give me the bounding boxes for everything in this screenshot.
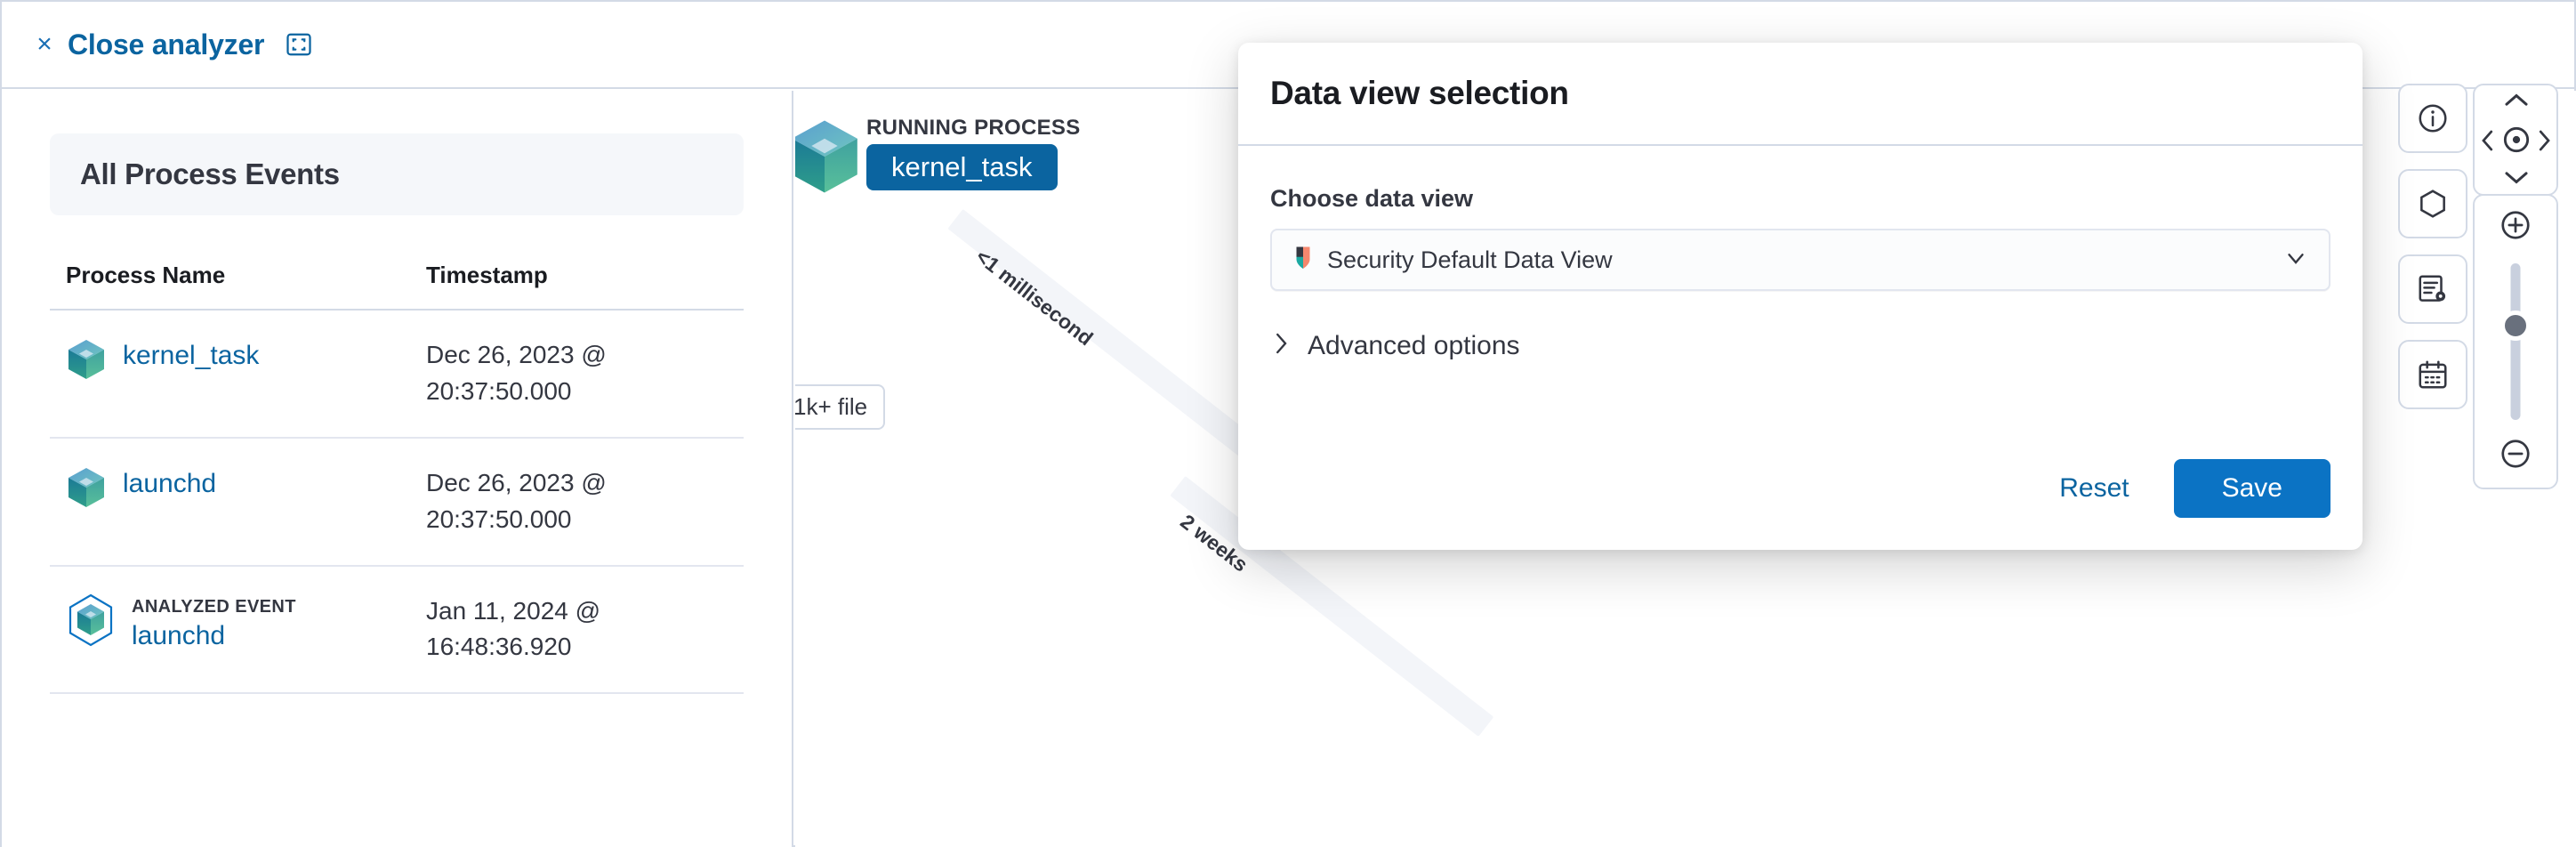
data-view-select[interactable]: Security Default Data View [1270,229,2330,291]
data-view-selection-modal: Data view selection Choose data view Sec… [1238,43,2363,550]
pan-up-icon[interactable] [2501,91,2532,110]
process-events-table: Process Name Timestamp [50,262,744,695]
file-count-badge[interactable]: 1k+ file [795,384,886,430]
zoom-slider-thumb[interactable] [2500,311,2531,341]
column-header-timestamp: Timestamp [410,262,744,311]
hexagon-icon[interactable] [2398,169,2467,238]
column-header-process-name: Process Name [50,262,410,311]
process-cube-icon [66,337,107,386]
cell-process-name: ANALYZED EVENT launchd [50,565,410,695]
process-cube-icon [66,465,107,514]
fullscreen-icon[interactable] [284,29,314,60]
graph-tool-buttons [2398,84,2467,409]
pan-right-icon[interactable] [2535,126,2553,155]
analyzed-event-label: ANALYZED EVENT [132,596,296,617]
schema-settings-icon[interactable] [2398,254,2467,324]
modal-body: Choose data view Security Default Data V… [1238,146,2363,361]
page-title: All Process Events [80,157,340,190]
zoom-control [2473,194,2558,489]
chevron-down-icon[interactable] [2282,245,2309,276]
process-events-panel: All Process Events Process Name Timestam… [2,91,793,847]
choose-data-view-label: Choose data view [1270,185,1474,212]
zoom-out-icon[interactable] [2499,437,2532,475]
panel-title-box: All Process Events [50,133,744,215]
elastic-shield-icon [1292,245,1315,276]
graph-node-kernel-task[interactable]: RUNNING PROCESS kernel_task [795,116,1081,202]
edge-label: <1 millisecond [971,244,1098,351]
save-button[interactable]: Save [2173,459,2330,518]
pan-left-icon[interactable] [2479,126,2497,155]
table-row[interactable]: ANALYZED EVENT launchd Jan 11, 2024 @ 16… [50,565,744,695]
process-name-link[interactable]: launchd [123,468,217,498]
cell-process-name: launchd [50,437,410,567]
graph-navigation-controls [2473,84,2558,489]
cell-process-name: kernel_task [50,310,410,439]
data-view-selected-value: Security Default Data View [1327,246,1613,273]
graph-edge [947,208,1272,470]
node-name-pill[interactable]: kernel_task [866,144,1058,190]
cell-timestamp: Dec 26, 2023 @ 20:37:50.000 [410,437,744,567]
advanced-options-label: Advanced options [1308,330,1520,360]
process-name-link[interactable]: launchd [132,620,226,650]
modal-title: Data view selection [1270,75,1569,111]
cell-timestamp: Jan 11, 2024 @ 16:48:36.920 [410,565,744,695]
advanced-options-toggle[interactable]: Advanced options [1270,330,2330,361]
process-cube-icon [795,116,863,202]
pan-center-icon[interactable] [2500,123,2533,157]
close-x-icon[interactable]: × [36,29,52,59]
process-name-link[interactable]: kernel_task [123,341,260,370]
zoom-slider-track[interactable] [2510,263,2521,420]
chevron-right-icon [1270,330,1292,361]
pan-control [2473,84,2558,196]
info-icon[interactable] [2398,84,2467,153]
analyzed-event-cube-icon [66,593,116,651]
timestamp-value: Dec 26, 2023 @ 20:37:50.000 [426,341,607,405]
timestamp-value: Dec 26, 2023 @ 20:37:50.000 [426,468,607,533]
reset-button[interactable]: Reset [2047,464,2141,512]
cell-timestamp: Dec 26, 2023 @ 20:37:50.000 [410,310,744,439]
table-header-row: Process Name Timestamp [50,262,744,311]
modal-footer: Reset Save [2047,459,2330,518]
modal-header: Data view selection [1238,43,2363,146]
table-row[interactable]: kernel_task Dec 26, 2023 @ 20:37:50.000 [50,310,744,439]
close-analyzer-button[interactable]: Close analyzer [68,28,265,60]
node-kind-label: RUNNING PROCESS [866,116,1081,140]
zoom-in-icon[interactable] [2499,208,2532,246]
calendar-icon[interactable] [2398,340,2467,409]
pan-down-icon[interactable] [2501,167,2532,187]
timestamp-value: Jan 11, 2024 @ 16:48:36.920 [426,596,601,661]
table-row[interactable]: launchd Dec 26, 2023 @ 20:37:50.000 [50,437,744,567]
